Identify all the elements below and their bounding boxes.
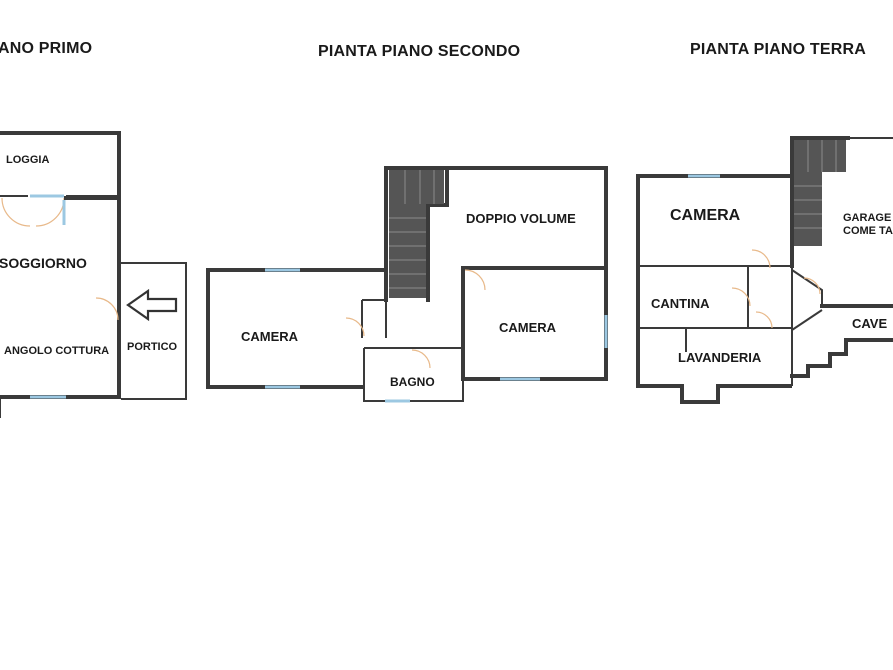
room-cave: CAVE — [852, 316, 887, 331]
plan-title-secondo: PIANTA PIANO SECONDO — [318, 43, 520, 60]
loggia-walls — [0, 131, 121, 198]
plan-piano-primo: ANO PRIMO LOGGIA SOGGIORNO ANGOLO COTTUR… — [0, 40, 187, 418]
room-garage: GARAGE — [843, 212, 891, 224]
room-camera-left: CAMERA — [241, 329, 299, 344]
cave-walls — [790, 304, 893, 378]
plan-title-primo: ANO PRIMO — [0, 40, 92, 57]
room-camera-right: CAMERA — [499, 320, 557, 335]
stair-walls — [384, 166, 449, 302]
terra-stair-steps — [794, 140, 837, 229]
bagno-walls — [363, 347, 464, 402]
plan-title-terra: PIANTA PIANO TERRA — [690, 41, 866, 58]
room-garage-note: COME TA — [843, 225, 893, 237]
soggiorno-walls — [0, 196, 121, 399]
camera-right-walls — [445, 166, 608, 381]
room-soggiorno: SOGGIORNO — [0, 255, 87, 271]
room-loggia: LOGGIA — [6, 154, 49, 166]
portico-outline — [121, 262, 187, 400]
terra-outer-walls — [636, 174, 794, 404]
room-doppio-volume: DOPPIO VOLUME — [466, 211, 576, 226]
plan-piano-secondo: PIANTA PIANO SECONDO DO — [206, 43, 608, 403]
room-bagno: BAGNO — [390, 375, 435, 389]
garage-walls — [790, 136, 850, 268]
room-cantina: CANTINA — [651, 296, 710, 311]
room-portico: PORTICO — [127, 341, 178, 353]
room-lavanderia: LAVANDERIA — [678, 350, 762, 365]
room-camera-terra: CAMERA — [670, 207, 741, 224]
plan-piano-terra: PIANTA PIANO TERRA CAMERA — [636, 41, 893, 404]
room-angolo-cottura: ANGOLO COTTURA — [4, 345, 109, 357]
entrance-arrow-icon — [126, 288, 178, 322]
stair-steps — [389, 170, 435, 289]
